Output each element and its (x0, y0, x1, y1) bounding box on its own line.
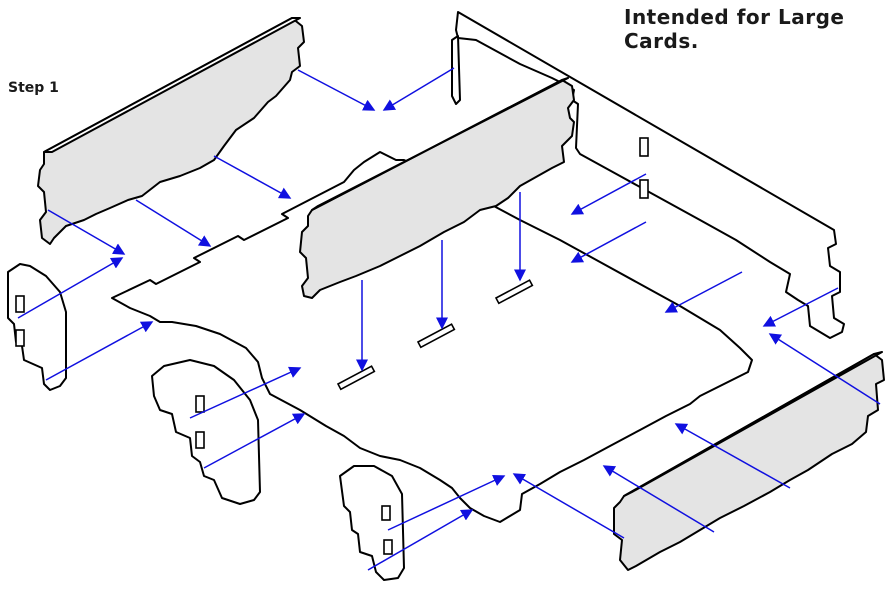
wall-slot (639, 137, 649, 157)
assembly-arrows (17, 67, 881, 571)
cap-slot (195, 395, 205, 413)
step-label: Step 1 (8, 80, 59, 96)
end-cap-middle (151, 359, 261, 505)
cap-slot (15, 295, 25, 313)
cap-slot (195, 431, 205, 449)
right-front-divider (613, 353, 885, 571)
cap-slot (15, 329, 25, 347)
right-back-wall (455, 11, 845, 339)
page-title: Intended for Large Cards. (624, 5, 845, 53)
left-top-divider (37, 17, 305, 245)
floor-slot (336, 365, 376, 391)
cap-slot (381, 505, 391, 521)
end-cap-small (339, 465, 405, 581)
cap-slot (383, 539, 393, 555)
wall-slot (639, 179, 649, 199)
floor-slot (494, 279, 534, 305)
end-cap-left (7, 263, 67, 391)
center-divider (299, 79, 575, 299)
floor-slot (416, 323, 456, 349)
